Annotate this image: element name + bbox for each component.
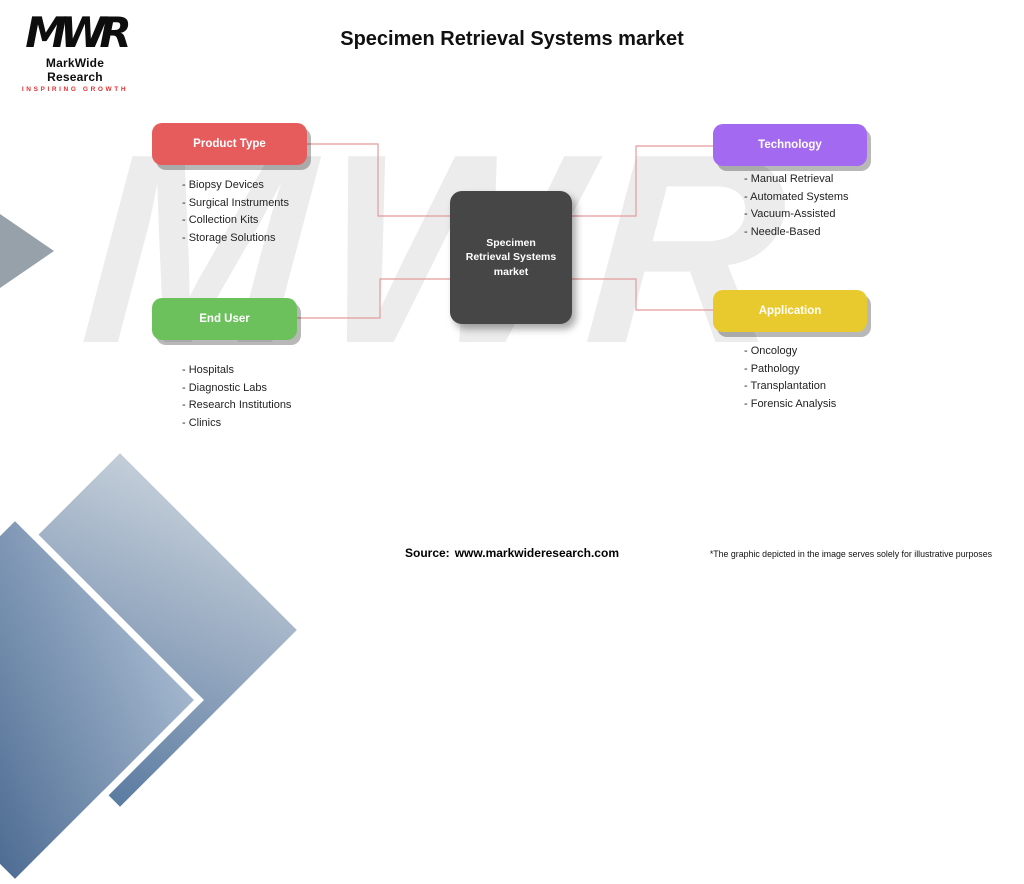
category-box-end-user: End User <box>152 298 297 340</box>
category-list-product-type: - Biopsy Devices - Surgical Instruments … <box>182 177 289 247</box>
list-item: - Oncology <box>744 345 798 357</box>
connector-product-type <box>307 143 452 217</box>
list-item: - Manual Retrieval <box>744 173 834 185</box>
category-box-application: Application <box>713 290 867 332</box>
list-item: - Transplantation <box>744 380 826 392</box>
list-item: - Biopsy Devices <box>182 179 264 191</box>
logo-tagline: INSPIRING GROWTH <box>21 86 129 93</box>
decor-triangle-left <box>0 214 54 288</box>
list-item: - Forensic Analysis <box>744 397 837 410</box>
list-item: - Clinics <box>182 416 222 429</box>
list-item: - Vacuum-Assisted <box>744 208 836 220</box>
center-node: Specimen Retrieval Systems market <box>450 191 572 324</box>
category-box-product-type: Product Type <box>152 123 307 165</box>
category-list-end-user: - Hospitals - Diagnostic Labs - Research… <box>182 362 291 432</box>
connector-lines <box>297 143 713 319</box>
category-label-product-type: Product Type <box>193 138 266 150</box>
category-list-application: - Oncology - Pathology - Transplantation… <box>744 343 836 413</box>
logo-name: MarkWide Research <box>45 56 105 84</box>
category-box-technology: Technology <box>713 124 867 166</box>
category-list-technology: - Manual Retrieval - Automated Systems -… <box>744 171 849 241</box>
category-label-technology: Technology <box>758 139 822 151</box>
list-item: - Diagnostic Labs <box>182 381 267 394</box>
connector-end-user <box>297 278 452 319</box>
disclaimer-text: *The graphic depicted in the image serve… <box>709 549 992 559</box>
logo-monogram: MWR <box>25 8 131 57</box>
list-item: - Storage Solutions <box>182 231 276 244</box>
source-url: www.markwideresearch.com <box>454 546 619 560</box>
page-title: Specimen Retrieval Systems market <box>340 28 684 50</box>
source-label: Source: <box>405 546 450 560</box>
list-item: - Needle-Based <box>744 225 821 238</box>
list-item: - Surgical Instruments <box>182 196 289 209</box>
list-item: - Automated Systems <box>744 190 849 203</box>
connector-technology <box>571 145 713 217</box>
category-label-application: Application <box>758 305 822 317</box>
connector-application <box>571 278 713 311</box>
center-node-label: Specimen Retrieval Systems market <box>465 237 557 278</box>
markwide-logo: MWR MarkWide Research INSPIRING GROWTH <box>20 8 132 94</box>
source-line: Source: www.markwideresearch.com <box>0 546 1024 560</box>
list-item: - Hospitals <box>182 364 234 376</box>
category-label-end-user: End User <box>199 313 250 325</box>
list-item: - Research Institutions <box>182 399 292 411</box>
list-item: - Pathology <box>744 362 800 375</box>
list-item: - Collection Kits <box>182 214 259 226</box>
